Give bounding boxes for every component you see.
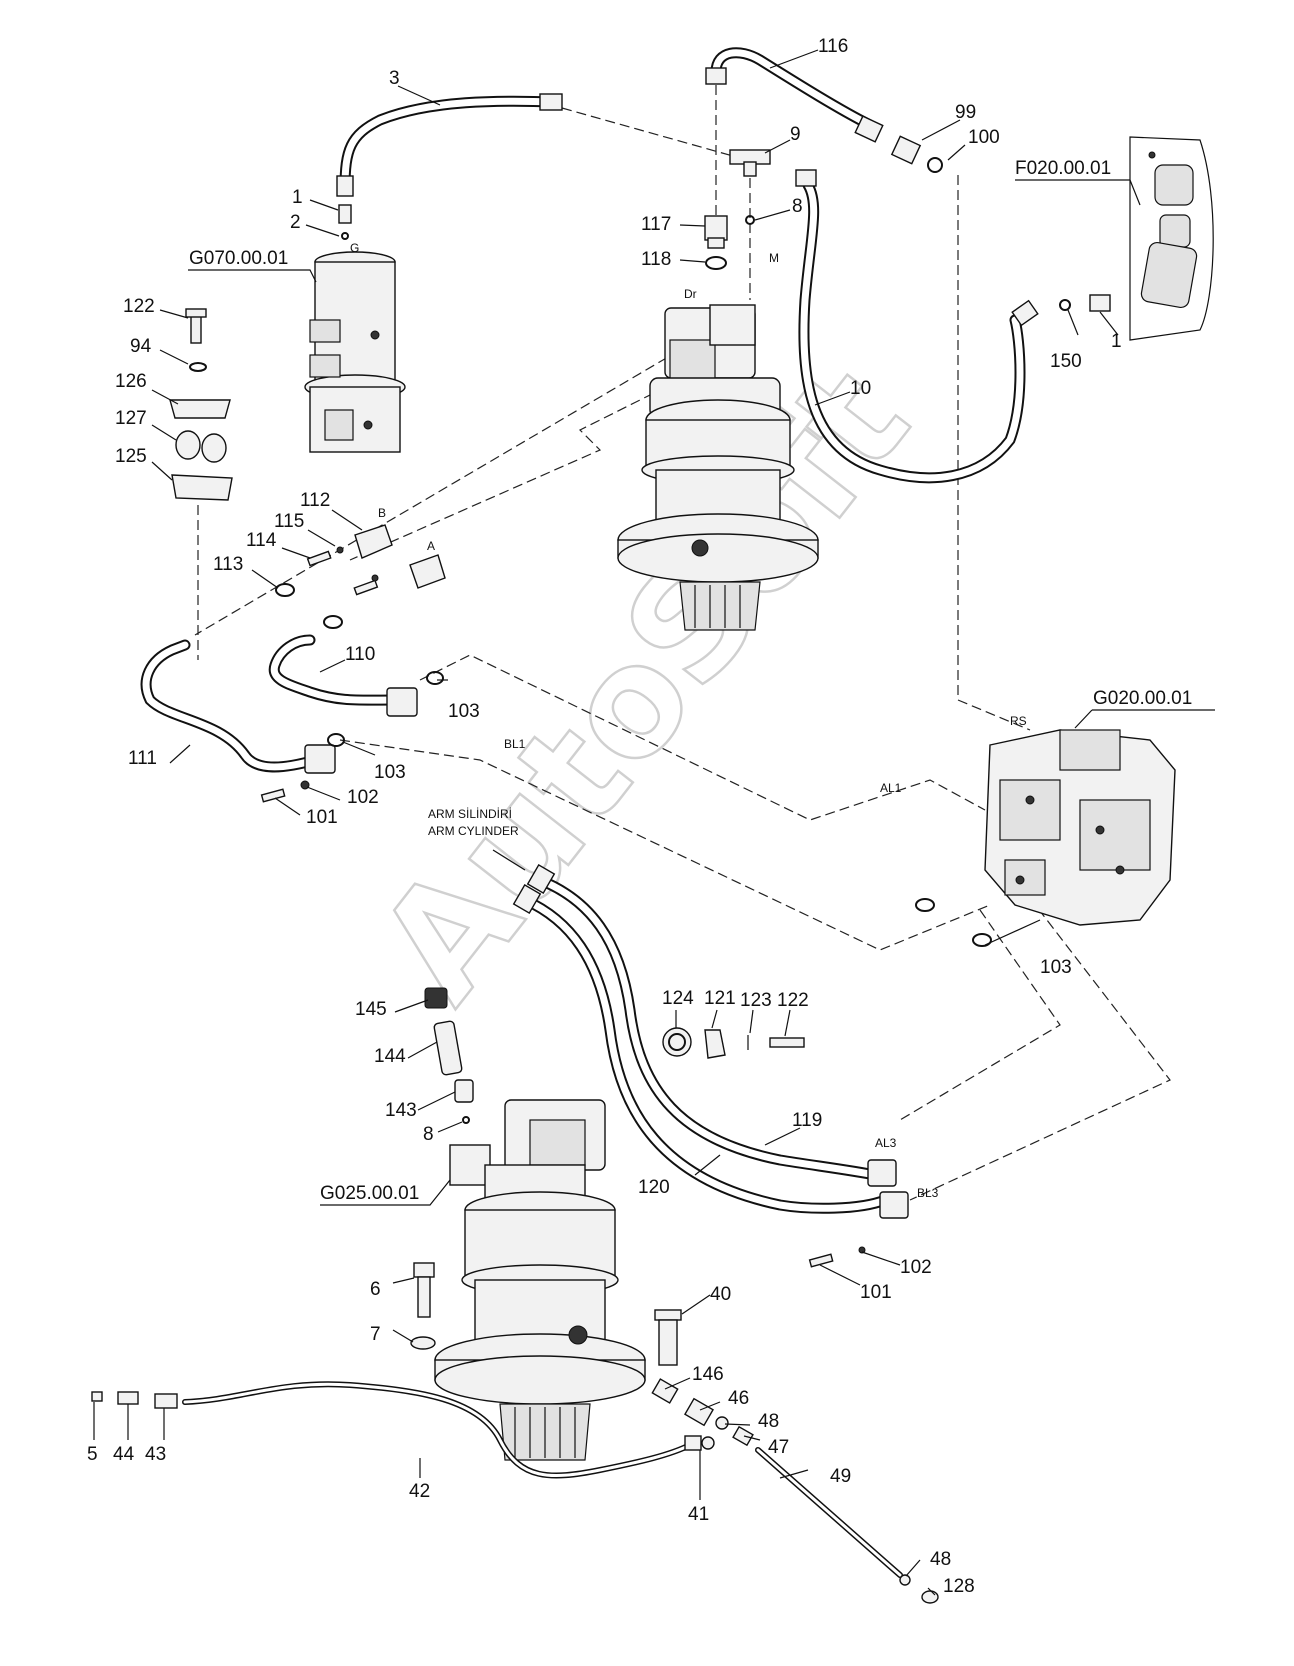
callout: 3 bbox=[389, 68, 400, 89]
port-rs: RS bbox=[1010, 714, 1027, 728]
hose-3 bbox=[336, 93, 563, 240]
clamp-set bbox=[169, 308, 233, 501]
assembly-labels: G070.00.01 F020.00.01 G020.00.01 G025.00… bbox=[189, 158, 1192, 1204]
callout: 99 bbox=[955, 102, 976, 123]
callout: 113 bbox=[213, 554, 243, 575]
callout: 122 bbox=[123, 296, 155, 317]
leader-lines bbox=[93, 49, 1215, 1596]
hose-116 bbox=[705, 47, 943, 173]
arm-cylinder-note: ARM SİLİNDİRİ ARM CYLINDER bbox=[428, 807, 519, 838]
callout: 127 bbox=[115, 408, 147, 429]
callout: 120 bbox=[638, 1177, 670, 1198]
port-al1: AL1 bbox=[880, 781, 902, 795]
callout: 42 bbox=[409, 1481, 430, 1502]
callout: 47 bbox=[768, 1437, 789, 1458]
callout: 43 bbox=[145, 1444, 166, 1465]
callout: 102 bbox=[900, 1257, 932, 1278]
tee-fitting-9 bbox=[704, 149, 771, 270]
port-a: A bbox=[427, 539, 435, 553]
callout: 118 bbox=[641, 249, 671, 270]
callout: 41 bbox=[688, 1504, 709, 1525]
callout: 1 bbox=[292, 187, 303, 208]
callout: 40 bbox=[710, 1284, 731, 1305]
callout: 121 bbox=[704, 988, 736, 1009]
pipe-111 bbox=[140, 639, 345, 803]
label-g025: G025.00.01 bbox=[320, 1183, 419, 1204]
callout: 101 bbox=[860, 1282, 892, 1303]
control-valve-g020 bbox=[915, 729, 1176, 947]
port-al3: AL3 bbox=[875, 1136, 897, 1150]
callout: 48 bbox=[758, 1411, 779, 1432]
callout: 150 bbox=[1050, 351, 1082, 372]
callout: 102 bbox=[347, 787, 379, 808]
callout: 101 bbox=[306, 807, 338, 828]
callout: 128 bbox=[943, 1576, 975, 1597]
callout: 103 bbox=[374, 762, 406, 783]
f020-panel bbox=[1129, 136, 1214, 341]
swing-motor-upper bbox=[617, 304, 819, 631]
callout: 114 bbox=[246, 530, 277, 551]
hoses-119-120 bbox=[512, 864, 909, 1268]
callout: 103 bbox=[448, 701, 480, 722]
flanges-upper bbox=[275, 524, 446, 629]
port-g: G bbox=[350, 241, 359, 255]
breather-stack bbox=[424, 987, 474, 1124]
drain-line-49 bbox=[651, 1378, 939, 1604]
callout: 5 bbox=[87, 1444, 98, 1465]
callout: 115 bbox=[274, 511, 304, 532]
pipe-110 bbox=[268, 634, 444, 717]
callout: 2 bbox=[290, 212, 301, 233]
callout: 100 bbox=[968, 127, 1000, 148]
port-dr: Dr bbox=[684, 287, 697, 301]
callout: 146 bbox=[692, 1364, 724, 1385]
callout: 8 bbox=[792, 196, 803, 217]
port-labels: G Dr M B A RS AL1 BL1 AL3 BL3 bbox=[350, 241, 1027, 1200]
callout: 7 bbox=[370, 1324, 381, 1345]
callout: 94 bbox=[130, 336, 152, 357]
port-bl1: BL1 bbox=[504, 737, 526, 751]
callout: 123 bbox=[740, 990, 772, 1011]
callout: 145 bbox=[355, 999, 387, 1020]
hose-10 bbox=[795, 169, 1111, 484]
callout: 49 bbox=[830, 1466, 851, 1487]
callout: 144 bbox=[374, 1046, 406, 1067]
callout: 124 bbox=[662, 988, 694, 1009]
arm-note-en: ARM CYLINDER bbox=[428, 824, 519, 838]
swing-motor-lower bbox=[434, 1099, 646, 1461]
callout: 1 bbox=[1111, 331, 1122, 352]
port-b: B bbox=[378, 506, 386, 520]
hose-42 bbox=[91, 1381, 715, 1479]
bolt-washer-pin bbox=[410, 1262, 682, 1366]
callout: 119 bbox=[792, 1110, 822, 1131]
callout: 103 bbox=[1040, 957, 1072, 978]
callout: 111 bbox=[128, 748, 157, 769]
callout: 110 bbox=[345, 644, 375, 665]
callout: 117 bbox=[641, 214, 671, 235]
callout: 48 bbox=[930, 1549, 951, 1570]
callout: 44 bbox=[113, 1444, 135, 1465]
callout: 143 bbox=[385, 1100, 417, 1121]
callout: 10 bbox=[850, 378, 871, 399]
callout: 126 bbox=[115, 371, 147, 392]
arm-note-tr: ARM SİLİNDİRİ bbox=[428, 807, 512, 821]
port-bl3: BL3 bbox=[917, 1186, 939, 1200]
callout: 116 bbox=[818, 36, 848, 57]
swivel-joint-g070 bbox=[304, 251, 406, 453]
callout: 9 bbox=[790, 124, 801, 145]
callout: 125 bbox=[115, 446, 147, 467]
callout: 6 bbox=[370, 1279, 381, 1300]
callout: 112 bbox=[300, 490, 330, 511]
label-g070: G070.00.01 bbox=[189, 248, 288, 269]
label-f020: F020.00.01 bbox=[1015, 158, 1111, 179]
label-g020: G020.00.01 bbox=[1093, 688, 1192, 709]
callout: 46 bbox=[728, 1388, 749, 1409]
callout: 8 bbox=[423, 1124, 434, 1145]
callout: 122 bbox=[777, 990, 809, 1011]
clamp-set-lower bbox=[662, 1027, 805, 1059]
port-m: M bbox=[769, 251, 779, 265]
callout-numbers: 3 116 99 100 9 8 117 118 1 2 122 94 126 … bbox=[87, 36, 1122, 1597]
dashed-connections bbox=[194, 85, 1171, 1201]
